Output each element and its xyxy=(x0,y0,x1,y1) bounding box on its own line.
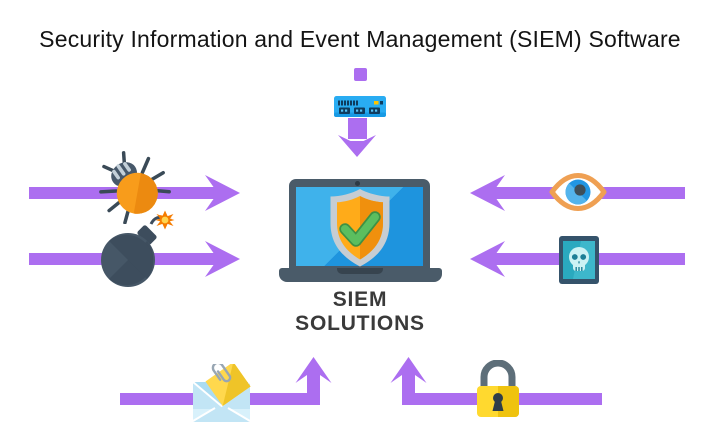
siem-label-line1: SIEM xyxy=(332,288,388,311)
skull-tablet-icon xyxy=(559,236,599,284)
eye-icon xyxy=(549,173,607,211)
arrow-down-icon xyxy=(338,118,376,157)
laptop-camera-dot xyxy=(355,181,360,186)
page-title: Security Information and Event Managemen… xyxy=(39,26,681,52)
network-device-icon xyxy=(334,96,386,117)
bomb-icon xyxy=(101,210,175,287)
laptop-base-notch xyxy=(337,268,383,274)
padlock-icon xyxy=(477,360,519,417)
siem-label-line2: SOLUTIONS xyxy=(295,312,425,335)
siem-solutions-label: SIEM SOLUTIONS xyxy=(260,288,460,336)
envelope-attachment-icon xyxy=(192,364,251,422)
shield-checkmark-icon xyxy=(330,189,390,267)
bug-icon xyxy=(99,151,172,224)
laptop-base xyxy=(279,268,442,282)
connector-dash xyxy=(354,68,367,81)
